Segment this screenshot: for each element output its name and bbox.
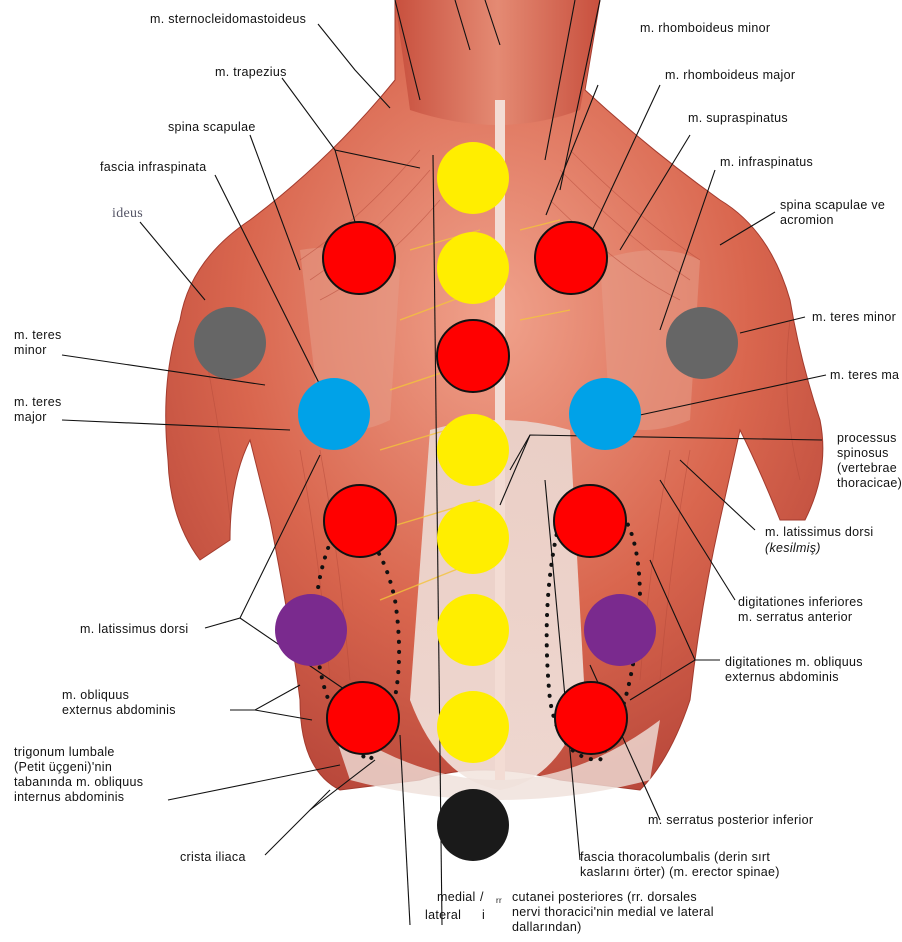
- red-marker-10: [535, 222, 607, 294]
- label-rhomboideus-minor: m. rhomboideus minor: [640, 21, 770, 36]
- label-infraspinatus: m. infraspinatus: [720, 155, 813, 170]
- label-spina-scapulae: spina scapulae: [168, 120, 256, 135]
- label-serratus-posterior-inferior: m. serratus posterior inferior: [648, 813, 813, 828]
- label-trapezius: m. trapezius: [215, 65, 287, 80]
- blue-marker-13: [298, 378, 370, 450]
- label-trigonum-lumbale: trigonum lumbale (Petit üçgeni)'nin taba…: [14, 745, 143, 805]
- label-obliquus-externus-left: m. obliquus externus abdominis: [62, 688, 176, 718]
- label-supraspinatus: m. supraspinatus: [688, 111, 788, 126]
- label-teres-minor-right: m. teres minor: [812, 310, 896, 325]
- yellow-marker-2: [437, 232, 509, 304]
- label-digitationes-serratus: digitationes inferiores m. serratus ante…: [738, 595, 863, 625]
- purple-marker-17: [275, 594, 347, 666]
- label-digitationes-obliquus: digitationes m. obliquus externus abdomi…: [725, 655, 863, 685]
- yellow-marker-4: [437, 414, 509, 486]
- red-marker-16: [554, 485, 626, 557]
- label-fascia-infraspinata: fascia infraspinata: [100, 160, 206, 175]
- label-processus-spinosus: processus spinosus (vertebrae thoracicae…: [837, 431, 902, 491]
- red-marker-9: [323, 222, 395, 294]
- yellow-marker-5: [437, 502, 509, 574]
- grey-marker-12: [666, 307, 738, 379]
- label-fascia-thoracolumbalis: fascia thoracolumbalis (derin sırt kasla…: [580, 850, 780, 880]
- red-marker-3: [437, 320, 509, 392]
- red-marker-19: [327, 682, 399, 754]
- label-rhomboideus-major: m. rhomboideus major: [665, 68, 795, 83]
- label-i: i: [482, 908, 485, 923]
- label-ideus: ideus: [112, 206, 143, 221]
- blue-marker-14: [569, 378, 641, 450]
- red-marker-20: [555, 682, 627, 754]
- grey-marker-11: [194, 307, 266, 379]
- label-rr-small: rr: [496, 893, 502, 908]
- red-marker-15: [324, 485, 396, 557]
- label-sternocleidomastoideus: m. sternocleidomastoideus: [150, 12, 306, 27]
- purple-marker-18: [584, 594, 656, 666]
- black-marker-8: [437, 789, 509, 861]
- label-latissimus-dorsi-right: m. latissimus dorsi: [765, 525, 874, 540]
- label-teres-major-right: m. teres ma: [830, 368, 899, 383]
- label-slash: /: [480, 890, 484, 905]
- label-latissimus-dorsi-left: m. latissimus dorsi: [80, 622, 189, 637]
- label-medial: medial: [437, 890, 476, 905]
- yellow-marker-1: [437, 142, 509, 214]
- yellow-marker-6: [437, 594, 509, 666]
- label-teres-minor-left: m. teres minor: [14, 328, 62, 358]
- label-kesilmis: (kesilmiş): [765, 541, 821, 556]
- label-lateral: lateral: [425, 908, 461, 923]
- label-spina-scapulae-acromion: spina scapulae ve acromion: [780, 198, 885, 228]
- label-teres-major-left: m. teres major: [14, 395, 62, 425]
- label-crista-iliaca: crista iliaca: [180, 850, 246, 865]
- yellow-marker-7: [437, 691, 509, 763]
- label-cutanei-posteriores: cutanei posteriores (rr. dorsales nervi …: [512, 890, 714, 935]
